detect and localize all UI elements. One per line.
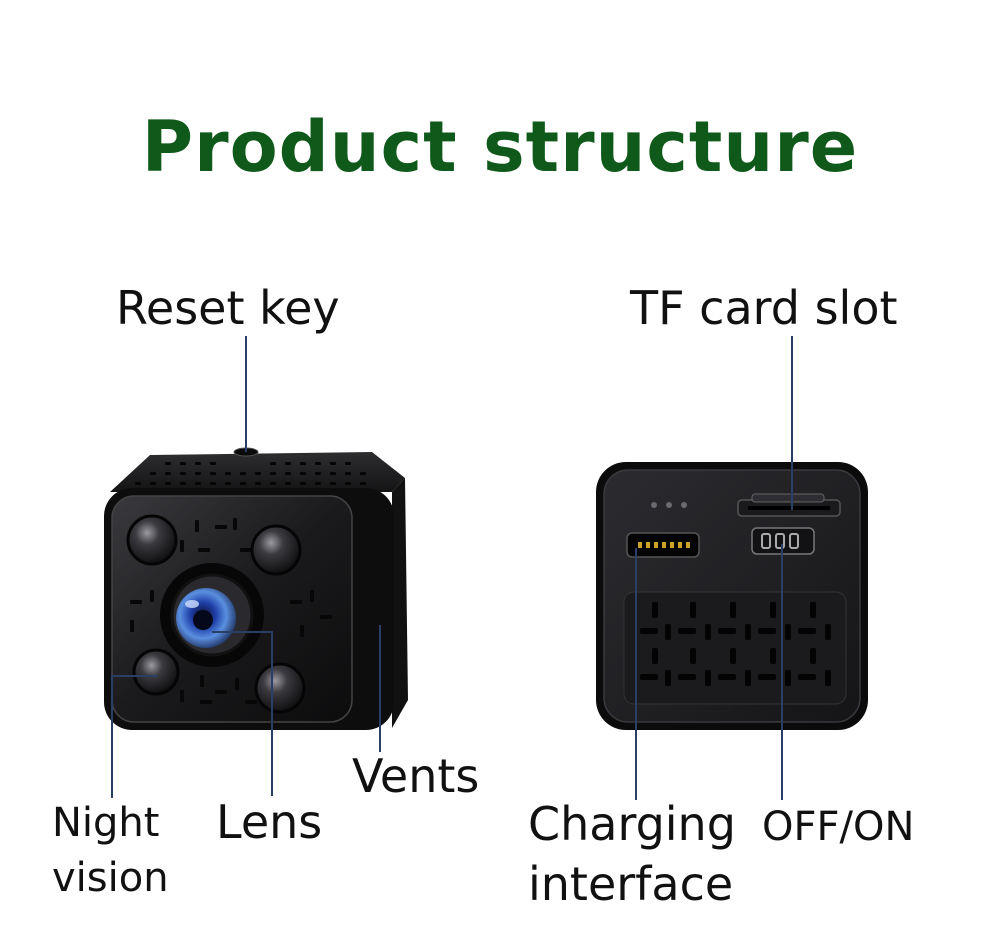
- leader-lens: [212, 631, 273, 796]
- label-charging-line2: interface: [528, 857, 734, 911]
- label-off-on: OFF/ON: [762, 804, 915, 850]
- power-switch-marks: [761, 533, 799, 549]
- camera-lens: [160, 563, 264, 667]
- label-reset-key: Reset key: [116, 281, 340, 335]
- label-charging-line1: Charging: [528, 797, 736, 851]
- top-vents: [135, 462, 366, 485]
- label-night-vision-line2: vision: [52, 855, 169, 901]
- indicator-dots: [651, 502, 687, 508]
- camera-side-face: [392, 478, 408, 728]
- label-night-vision-line1: Night: [52, 800, 160, 846]
- label-vents: Vents: [352, 749, 480, 803]
- page-title: Product structure: [141, 106, 859, 188]
- front-camera: [104, 447, 408, 730]
- leader-night-vision: [111, 675, 158, 798]
- back-vents: [640, 602, 831, 686]
- charging-port-pins: [638, 542, 690, 548]
- night-vision-leds: [126, 514, 306, 714]
- label-lens: Lens: [216, 795, 323, 849]
- front-vents: [130, 518, 332, 704]
- back-camera: [596, 462, 868, 730]
- leader-lines: [111, 336, 793, 800]
- label-tf-card-slot: TF card slot: [630, 281, 898, 335]
